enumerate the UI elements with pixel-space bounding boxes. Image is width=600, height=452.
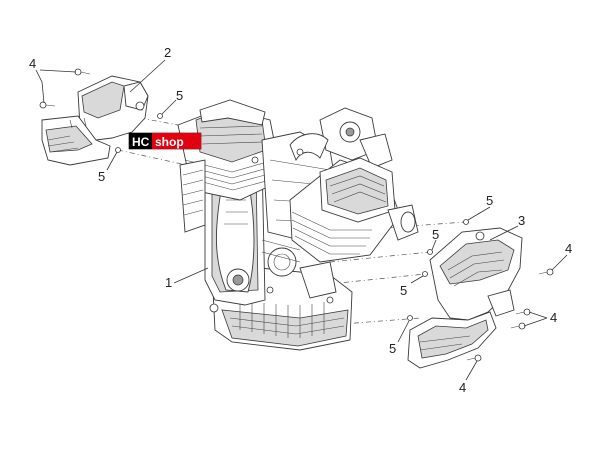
- callout-screw-right-mid: 4: [565, 241, 572, 256]
- washer-right-top: [463, 219, 469, 225]
- right-cover-part: [407, 227, 523, 369]
- screw-bottom: [466, 354, 482, 362]
- logo-shop-block: [152, 133, 201, 149]
- washer-bottom: [407, 315, 413, 321]
- logo-hc-text: HC: [132, 135, 150, 149]
- callout-washer-right-mid1: 5: [432, 227, 439, 242]
- screw-right-low-1: [515, 308, 531, 316]
- callout-washer-right-top: 5: [486, 193, 493, 208]
- hcshop-logo: HC shop: [128, 132, 202, 150]
- screw-right-mid: [538, 268, 554, 276]
- washers: [115, 113, 469, 321]
- callout-engine: 1: [165, 275, 172, 290]
- callout-washer-right-mid2: 5: [400, 283, 407, 298]
- callout-washer-bottom: 5: [389, 341, 396, 356]
- washer-right-mid1: [427, 249, 433, 255]
- leader-lines: [35, 59, 568, 381]
- screw-right-low-2: [510, 322, 526, 330]
- logo-shop-text: shop: [155, 135, 184, 149]
- callout-washer-left-low: 5: [98, 169, 105, 184]
- washer-left-low: [115, 147, 121, 153]
- logo-hc-block: [129, 133, 152, 149]
- screw-top-left-1: [74, 68, 91, 76]
- callout-labels: 4 2 5 5 1 5 3 5 4 5 4 5 4: [29, 45, 572, 395]
- callout-washer-top-left: 5: [176, 88, 183, 103]
- washer-right-mid2: [422, 271, 428, 277]
- callout-left-cover: 2: [164, 45, 171, 60]
- callout-right-cover: 3: [518, 213, 525, 228]
- engine-assembly: [177, 99, 419, 351]
- callout-screw-right-low: 4: [550, 310, 557, 325]
- left-cover-part: [41, 75, 149, 166]
- washer-top-left: [157, 113, 163, 119]
- screws: [39, 68, 554, 362]
- callout-screw-bottom: 4: [459, 380, 466, 395]
- screw-top-left-2: [39, 101, 56, 109]
- callout-screw-top-left: 4: [29, 56, 36, 71]
